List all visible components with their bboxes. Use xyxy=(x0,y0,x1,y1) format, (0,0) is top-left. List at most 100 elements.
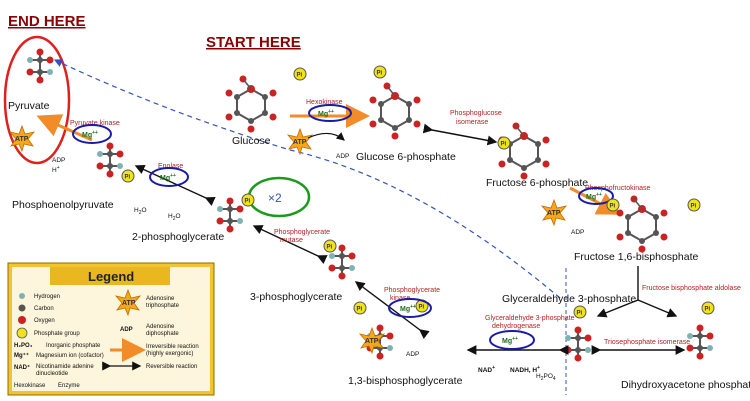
hydrogen-icon xyxy=(19,293,25,299)
pyruvate-label: Pyruvate xyxy=(8,100,50,112)
mg-cofactor-ellipse xyxy=(149,167,189,187)
legend-box: Legend Hydrogen Carbon Oxygen Phosphate … xyxy=(7,262,215,396)
legend-atp-desc2: triphosphate xyxy=(146,303,180,309)
bpg13-label: 1,3-bisphosphoglycerate xyxy=(348,375,463,387)
phosphate-icon xyxy=(353,301,367,315)
glucose-molecule xyxy=(224,74,278,134)
pg3-label: 3-phosphoglycerate xyxy=(250,291,342,303)
h2o-label: H2O xyxy=(134,207,147,216)
pgk-label-2: kinase xyxy=(390,295,410,302)
legend-inorganic: Inorganic phosphate xyxy=(46,343,101,349)
aldolase-arrow-left xyxy=(596,299,639,318)
f6p-molecule xyxy=(497,121,551,181)
phosphate-icon xyxy=(293,67,307,81)
multiplier-label: ×2 xyxy=(268,191,282,205)
pgi-arrow xyxy=(422,123,498,146)
pgi-label-2: isomerase xyxy=(456,119,488,126)
legend-title: Legend xyxy=(88,269,134,284)
enolase-label: Enolase xyxy=(158,163,183,170)
enolase-arrow xyxy=(134,165,216,206)
atp-label: ATP xyxy=(365,338,379,345)
g6p-label: Glucose 6-phosphate xyxy=(356,151,456,163)
tpi-label: Triosephosphate isomerase xyxy=(604,339,690,346)
legend-nad-symbol: NAD⁺ xyxy=(14,364,30,371)
phosphate-icon xyxy=(606,198,620,212)
gapdh-label-1: Glyceraldehyde 3-phosphate xyxy=(485,315,575,322)
pgm-arrow xyxy=(252,225,328,265)
mg-label: Mg++ xyxy=(586,192,602,201)
phosphate-icon xyxy=(241,193,255,207)
mg-label: Mg++ xyxy=(82,130,98,139)
f16bp-label: Fructose 1,6-bisphosphate xyxy=(574,251,698,263)
end-highlight-ellipse xyxy=(3,35,71,165)
dashed-loop-arrow xyxy=(53,59,561,299)
atp-label: ATP xyxy=(293,139,307,146)
pg2-label: 2-phosphoglycerate xyxy=(132,231,224,243)
f16bp-molecule xyxy=(615,194,669,254)
g3p-molecule xyxy=(563,325,593,363)
phosphate-icon xyxy=(573,305,587,319)
legend-phosphate: Phosphate group xyxy=(34,331,80,337)
g3p-label: Glyceraldehyde 3-phosphate xyxy=(502,293,636,305)
legend-magnesium: Magnesium ion (cofactor) xyxy=(36,353,104,359)
h-plus-label: H+ xyxy=(52,165,60,174)
pep-molecule xyxy=(95,141,125,179)
adp-label: ADP xyxy=(52,157,65,164)
glucose-label: Glucose xyxy=(232,135,271,147)
phosphate-icon xyxy=(373,65,387,79)
start-heading: START HERE xyxy=(206,34,301,51)
pk-arrow xyxy=(36,114,93,142)
pyruvate-molecule xyxy=(25,47,55,85)
legend-nad-desc2: dinucleotide xyxy=(36,371,69,377)
dhap-molecule xyxy=(685,323,715,361)
pgk-label-1: Phosphoglycerate xyxy=(384,287,440,294)
adp-label: ADP xyxy=(336,153,349,160)
mg-label: Mg++ xyxy=(318,109,334,118)
mg-cofactor-ellipse xyxy=(388,298,432,318)
pfk-label: Phosphofructokinase xyxy=(585,185,650,192)
phosphate-icon xyxy=(687,198,701,212)
mg-label: Mg++ xyxy=(160,173,176,182)
legend-reversible: Reversible reaction xyxy=(146,364,197,370)
mg-cofactor-ellipse xyxy=(308,104,352,122)
mg-cofactor-ellipse xyxy=(489,330,535,350)
pgk-arrow xyxy=(354,281,430,339)
pgi-label-1: Phosphoglucose xyxy=(450,110,502,117)
pgm-label-1: Phosphoglycerate xyxy=(274,229,330,236)
h2o-label: H2O xyxy=(168,213,181,222)
pk-label: Pyruvate kinase xyxy=(70,120,120,127)
nad-label: NAD+ xyxy=(478,365,495,374)
atp-label: ATP xyxy=(547,210,561,217)
legend-atp-symbol: ATP xyxy=(122,300,136,307)
adp-label: ADP xyxy=(571,229,584,236)
mg-label: Mg++ xyxy=(502,336,518,345)
legend-adp-desc: Adenosine xyxy=(146,324,175,330)
phosphate-icon xyxy=(16,327,28,339)
phosphate-icon xyxy=(121,169,135,183)
phosphate-icon xyxy=(497,136,511,150)
legend-hexokinase: Hexokinase xyxy=(14,383,46,389)
legend-adp-desc2: diphosphate xyxy=(146,331,179,337)
oxygen-icon xyxy=(18,316,26,324)
adp-label: ADP xyxy=(406,351,419,358)
end-heading: END HERE xyxy=(8,13,86,30)
legend-irreversible-2: (highly exergonic) xyxy=(146,351,193,357)
nadh-label: NADH, H+ xyxy=(510,365,540,374)
mg-cofactor-ellipse xyxy=(72,124,112,144)
carbon-icon xyxy=(18,304,26,312)
h2po4-label: H2PO4 xyxy=(536,373,556,382)
phosphate-icon xyxy=(323,239,337,253)
legend-atp-desc: Adenosine xyxy=(146,296,175,302)
atp-consumed-arrow xyxy=(307,132,345,141)
aldolase-arrow-right xyxy=(637,299,678,318)
dhap-label: Dihydroxyacetone phosphate xyxy=(621,379,750,391)
atp-label: ATP xyxy=(15,136,29,143)
pep-label: Phosphoenolpyruvate xyxy=(12,199,114,211)
pgm-label-2: mutase xyxy=(280,237,303,244)
legend-nad-desc: Nicotinamide adenine xyxy=(36,364,94,370)
legend-enzyme: Enzyme xyxy=(58,383,80,389)
legend-adp-symbol: ADP xyxy=(120,327,133,333)
mg-label: Mg++ xyxy=(400,304,416,313)
